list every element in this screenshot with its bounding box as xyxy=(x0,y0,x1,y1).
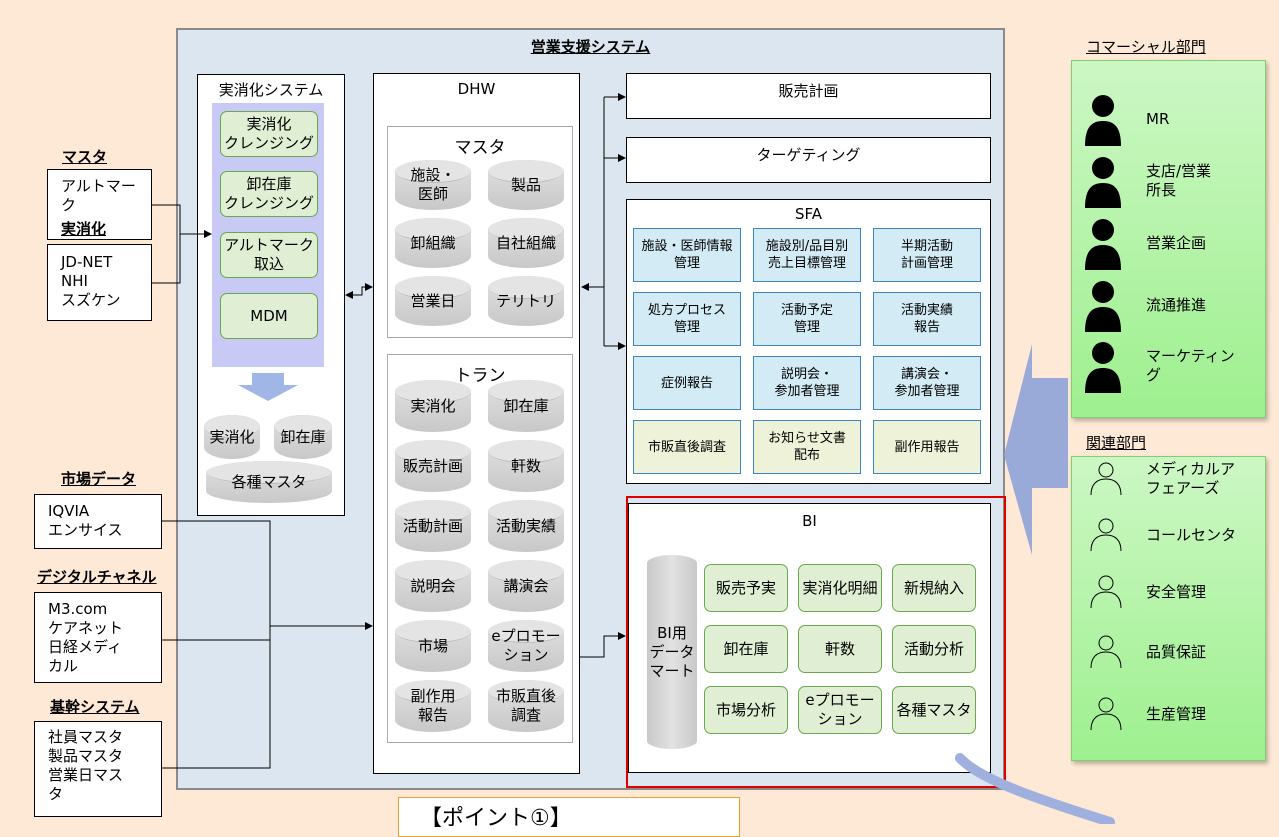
bi-item: 販売予実 xyxy=(704,564,788,612)
dhw: DHW マスタ トラン 施設・ 医師製品卸組織自社組織営業日テリトリ実消化卸在庫… xyxy=(373,73,580,774)
sfa-item: 市販直後調査 xyxy=(633,420,741,474)
source-core-header: 基幹システム xyxy=(50,698,140,716)
sfa-item: 副作用報告 xyxy=(873,420,981,474)
step-mdm: MDM xyxy=(220,293,318,339)
bi-item: 活動分析 xyxy=(892,625,976,673)
sfa: SFA 施設・医師情報 管理施設別/品目別 売上目標管理半期活動 計画管理処方プ… xyxy=(626,199,991,484)
db-jisshouka: 実消化 xyxy=(204,415,260,459)
dhw-master-item: 自社組織 xyxy=(488,218,564,268)
dhw-tran-item: 説明会 xyxy=(395,560,471,612)
bi-title: BI xyxy=(802,512,817,530)
source-digital-box xyxy=(34,592,162,683)
source-master-header: マスタ xyxy=(62,148,108,166)
sfa-item: 症例報告 xyxy=(633,356,741,410)
db-oroshi: 卸在庫 xyxy=(274,415,332,459)
jisshouka-system: 実消化システム 実消化 クレンジング 卸在庫 クレンジング アルトマーク 取込 … xyxy=(197,74,345,516)
commercial-role: 営業企画 xyxy=(1146,234,1207,252)
commercial-role: 支店/営業 所長 xyxy=(1146,162,1212,199)
dhw-tran-item: 講演会 xyxy=(488,560,564,612)
dhw-master-item: 卸組織 xyxy=(395,218,471,268)
bi-item: 市場分析 xyxy=(704,686,788,734)
related-role: 生産管理 xyxy=(1146,705,1207,723)
commercial-title: コマーシャル部門 xyxy=(1086,38,1206,56)
sfa-item: 講演会・ 参加者管理 xyxy=(873,356,981,410)
source-core-items: 社員マスタ 製品マスタ 営業日マス タ xyxy=(48,728,124,803)
sfa-title: SFA xyxy=(794,205,823,223)
sfa-item: お知らせ文書 配布 xyxy=(753,420,861,474)
bi-item: 新規納入 xyxy=(892,564,976,612)
dhw-title: DHW xyxy=(457,80,496,98)
sfa-item: 施設・医師情報 管理 xyxy=(633,228,741,282)
sfa-item: 活動予定 管理 xyxy=(753,292,861,346)
related-role: コールセンタ xyxy=(1146,526,1237,544)
dhw-master-title: マスタ xyxy=(454,138,506,158)
down-arrow-icon xyxy=(238,373,298,401)
dhw-master-item: 製品 xyxy=(488,160,564,210)
hanbai-keikaku: 販売計画 xyxy=(626,73,991,119)
bi-item: 卸在庫 xyxy=(704,625,788,673)
jisshouka-title: 実消化システム xyxy=(218,81,324,99)
dhw-tran-item: 市場 xyxy=(395,620,471,672)
step-altmark-import: アルトマーク 取込 xyxy=(220,232,318,278)
bi-data-mart: BI用 データ マート xyxy=(647,555,697,749)
sfa-item: 説明会・ 参加者管理 xyxy=(753,356,861,410)
bi-item: 実消化明細 xyxy=(798,564,882,612)
related-dept xyxy=(1071,456,1266,761)
dhw-tran-item: 活動実績 xyxy=(488,500,564,552)
sfa-item: 施設別/品目別 売上目標管理 xyxy=(753,228,861,282)
bi-highlight xyxy=(626,496,1006,788)
targeting: ターゲティング xyxy=(626,137,991,183)
bi-item: eプロモー ション xyxy=(798,686,882,734)
source-jisshouka-items: JD-NET NHI スズケン xyxy=(61,253,121,309)
dhw-master-item: 施設・ 医師 xyxy=(395,160,471,210)
dhw-tran-item: 軒数 xyxy=(488,440,564,492)
bi-item: 軒数 xyxy=(798,625,882,673)
step-oroshi-cleansing: 卸在庫 クレンジング xyxy=(220,171,318,217)
dhw-tran-item: 副作用 報告 xyxy=(395,680,471,732)
dhw-tran-item: 販売計画 xyxy=(395,440,471,492)
source-market-items: IQVIA エンサイス xyxy=(48,502,123,539)
related-role: メディカルア フェアーズ xyxy=(1146,460,1235,497)
sfa-item: 活動実績 報告 xyxy=(873,292,981,346)
related-title: 関連部門 xyxy=(1086,434,1147,452)
dhw-tran-item: 活動計画 xyxy=(395,500,471,552)
source-market-header: 市場データ xyxy=(61,470,137,488)
step-jisshouka-cleansing: 実消化 クレンジング xyxy=(220,111,318,157)
source-jisshouka-header: 実消化 xyxy=(61,220,107,238)
dhw-tran-title: トラン xyxy=(454,366,506,386)
commercial-role: MR xyxy=(1146,110,1170,128)
point-label: 【ポイント①】 xyxy=(420,806,572,831)
system-title: 営業支援システム xyxy=(530,38,651,56)
dhw-tran-item: 実消化 xyxy=(395,380,471,432)
source-jisshouka-box xyxy=(47,244,152,321)
dhw-tran-item: 卸在庫 xyxy=(488,380,564,432)
bi: BI BI用 データ マート 販売予実実消化明細新規納入卸在庫軒数活動分析市場分… xyxy=(628,503,991,773)
source-digital-items: M3.com ケアネット 日経メディ カル xyxy=(48,600,124,675)
source-market-box xyxy=(34,494,162,549)
dhw-tran-item: eプロモー ション xyxy=(488,620,564,672)
dhw-master-item: 営業日 xyxy=(395,276,471,326)
commercial-role: マーケティン グ xyxy=(1146,347,1235,384)
commercial-role: 流通推進 xyxy=(1146,296,1207,314)
sfa-item: 処方プロセス 管理 xyxy=(633,292,741,346)
related-role: 安全管理 xyxy=(1146,583,1207,601)
source-core-box xyxy=(34,721,162,817)
dhw-master-item: テリトリ xyxy=(488,276,564,326)
related-role: 品質保証 xyxy=(1146,643,1207,661)
source-master-box xyxy=(47,169,152,240)
source-digital-header: デジタルチャネル xyxy=(37,568,157,586)
dhw-tran-item: 市販直後 調査 xyxy=(488,680,564,732)
source-master-items: アルトマー ク xyxy=(61,177,136,214)
sfa-item: 半期活動 計画管理 xyxy=(873,228,981,282)
db-master: 各種マスタ xyxy=(206,461,332,503)
bi-item: 各種マスタ xyxy=(892,686,976,734)
